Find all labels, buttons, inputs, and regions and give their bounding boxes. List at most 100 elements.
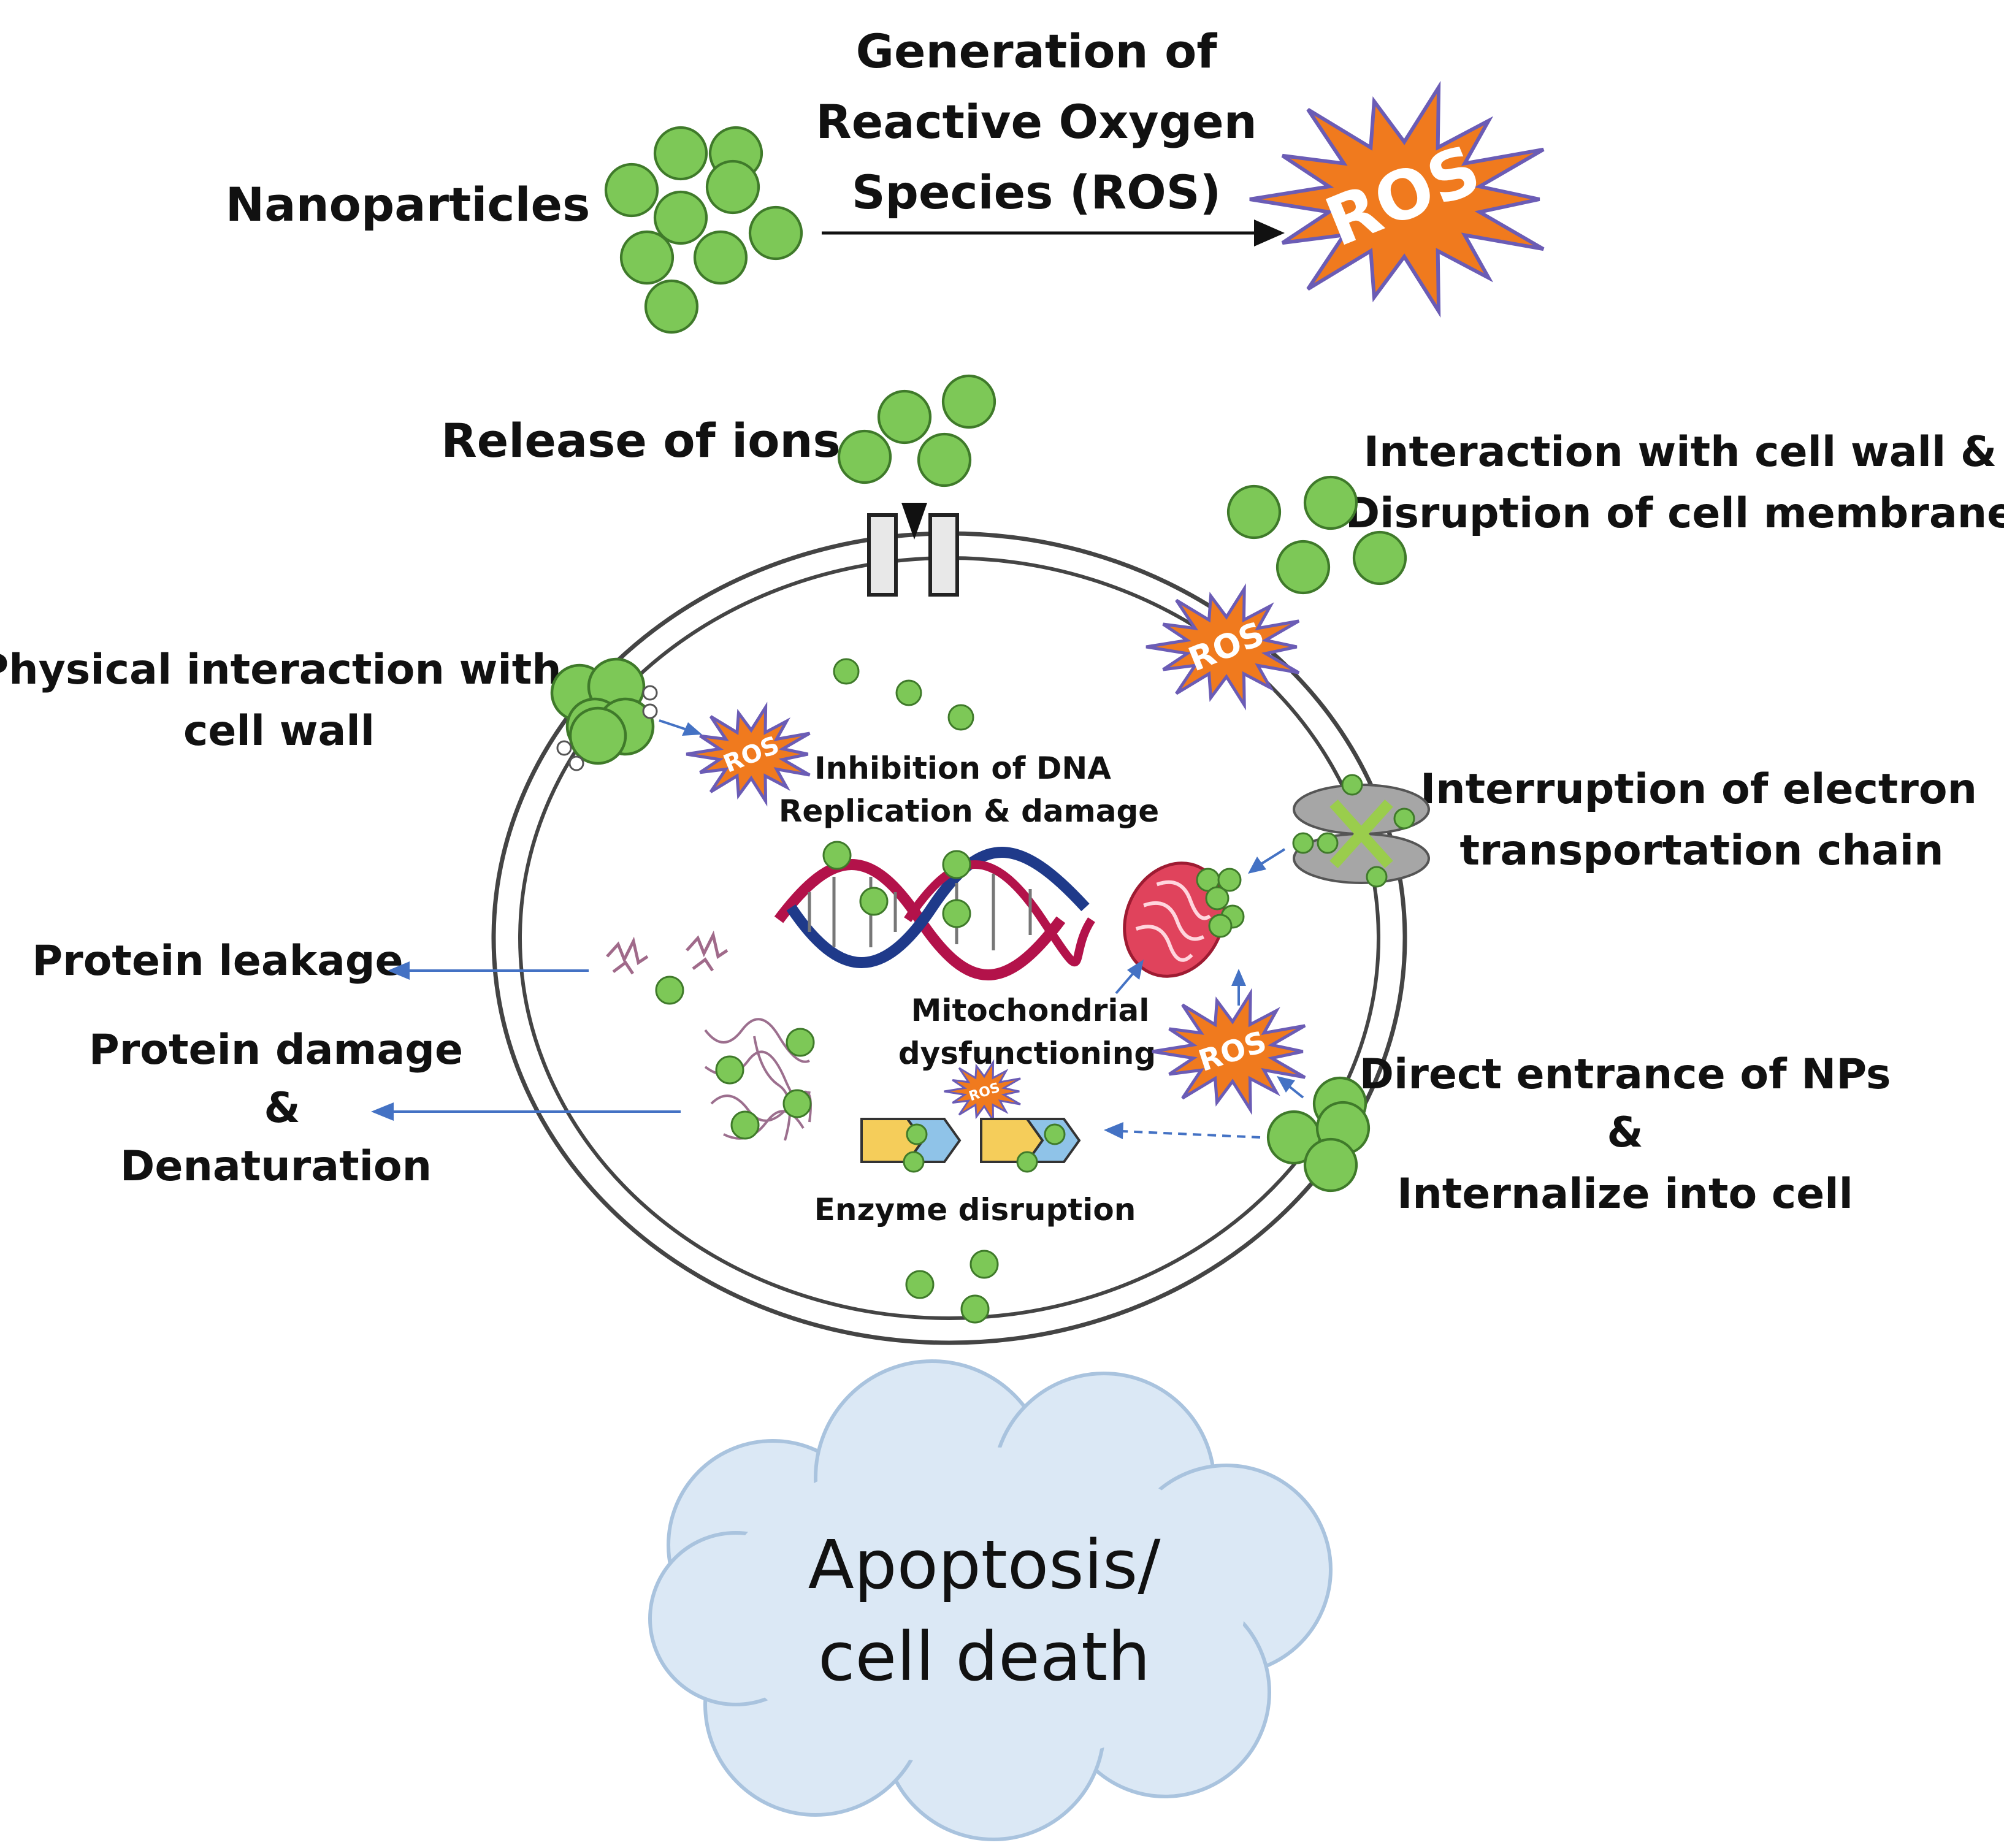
nanoparticle-icon [748,205,803,261]
cell-wall-interaction-line1: Interaction with cell wall & [1364,428,1997,476]
nanoparticle-icon [782,1089,812,1118]
ion-channel-arrow-icon [901,503,927,540]
nanoparticle-icon [653,126,708,181]
nanoparticle-icon [822,841,852,870]
enzyme-disruption-label: Enzyme disruption [814,1192,1136,1228]
mitochondrial-line1: Mitochondrial [911,993,1150,1028]
entrance-to-enzyme-arrow [1122,1130,1261,1139]
nanoparticle-icon [1341,774,1363,796]
dna-label-line2: Replication & damage [779,793,1159,829]
nanoparticle-icon [1205,886,1230,911]
nanoparticle-icon [833,658,860,685]
mitochondrial-line2: dysfunctioning [898,1036,1156,1071]
direct-entrance-line1: Direct entrance of NPs [1360,1050,1891,1099]
generation-ros-line1: Generation of [856,24,1218,78]
nanoparticle-icon [1393,808,1415,830]
nanoparticles-inside-bottom [905,1250,999,1324]
nanoparticle-icon [1292,832,1314,854]
nanoparticle-icon [877,389,932,445]
entrance-to-ros-arrow [1287,1084,1304,1099]
nanoparticle-icon [905,1270,935,1299]
nanoparticle-icon [906,1123,928,1145]
direct-entrance-line3: Internalize into cell [1397,1170,1853,1218]
nanoparticle-icon [1208,914,1233,938]
nanoparticle-icon [969,1250,999,1279]
nanoparticle-icon [903,1151,925,1173]
nanoparticle-icon [1044,1123,1066,1145]
nanoparticle-icon [655,976,684,1005]
cell-wall-pores [556,685,658,771]
apoptosis-line2: cell death [818,1617,1150,1696]
nanoparticle-protein-leakage [655,976,684,1005]
nanoparticle-cluster-physical [550,657,655,765]
nanoparticles-on-dna [822,841,971,928]
ros-burst-physical: ROS [686,701,811,807]
nanoparticles-on-mitochondria [1196,868,1245,938]
nanoparticle-cluster-top [604,126,803,334]
nanoparticle-icon [619,230,675,285]
protein-damage-line1: Protein damage [89,1026,463,1074]
nanoparticle-icon [604,162,659,218]
nanoparticle-icon [1217,868,1242,892]
nanoparticle-icon [786,1028,815,1057]
denatured-protein-icon [704,1018,812,1141]
nanoparticles-on-enzyme [903,1123,1066,1173]
nanoparticle-icon [917,432,972,487]
nanoparticle-icon [895,679,922,706]
ros-generation-arrowhead [1254,220,1285,246]
ets-to-mito-arrow [1259,848,1286,866]
cell-wall-interaction-line2: Disruption of cell membrane [1345,489,2004,538]
generation-ros-line2: Reactive Oxygen [816,94,1257,149]
ros-burst-enzyme: ROS [944,1059,1021,1124]
protein-damage-line3: Denaturation [120,1142,432,1191]
ros-burst-mitochondria: ROS [1152,988,1306,1115]
dna-label-line1: Inhibition of DNA [814,750,1111,786]
mito-dysfunction-arrow [1115,971,1136,995]
electron-chain-line2: transportation chain [1459,827,1943,875]
nanoparticle-icon [1303,1137,1358,1193]
nanoparticle-icon [653,190,708,245]
ion-channel [867,503,959,597]
nanoparticle-icon [947,704,974,731]
ros-burst-cell-wall: ROS [1145,583,1300,711]
protein-fragment-icons [606,930,729,975]
apoptosis-line1: Apoptosis/ [808,1525,1161,1604]
nanoparticle-icon [837,429,892,484]
generation-ros-line3: Species (ROS) [852,165,1221,220]
nanoparticles-inside-top [833,658,974,731]
nanoparticles-on-protein [715,1028,815,1140]
nanoparticles-label: Nanoparticles [226,177,591,232]
release-ions-label: Release of ions [441,413,841,468]
protein-leakage-label: Protein leakage [32,937,403,985]
physical-interaction-line2: cell wall [183,707,375,755]
nanoparticle-icon [941,374,996,429]
mitochondria-icon [1123,861,1226,978]
ros-burst-large: ROS [1249,80,1545,318]
nanoparticle-icon [693,230,748,285]
nanoparticle-icon [1226,484,1282,540]
nanoparticle-icon [1303,475,1358,530]
protein-damage-line2: & [264,1084,300,1132]
nanoparticles-on-ets [1292,774,1415,888]
nanoparticle-icon [715,1055,744,1085]
nanoparticle-icon [859,887,889,916]
nanoparticle-icon [1016,1151,1038,1173]
nanoparticle-icon [942,899,971,928]
nanoparticle-icon [960,1294,990,1324]
direct-entrance-line2: & [1607,1109,1643,1157]
electron-chain-line1: Interruption of electron [1420,765,1977,814]
nanoparticle-cluster-release [837,374,996,487]
nanoparticle-icon [730,1110,760,1140]
nanoparticle-icon [568,706,627,765]
physical-interaction-line1: Physical interaction with [0,646,562,694]
nanoparticle-icon [705,159,760,215]
nanoparticle-icon [1317,832,1339,854]
physical-to-ros-arrow [659,719,687,731]
nanoparticle-icon [644,279,699,334]
nanoparticle-cluster-cell-wall [1226,475,1407,595]
nanoparticle-cluster-entrance [1266,1076,1371,1193]
nanoparticle-icon [1275,540,1331,595]
nanoparticle-icon [942,850,971,879]
nanoparticle-icon [1366,866,1388,888]
